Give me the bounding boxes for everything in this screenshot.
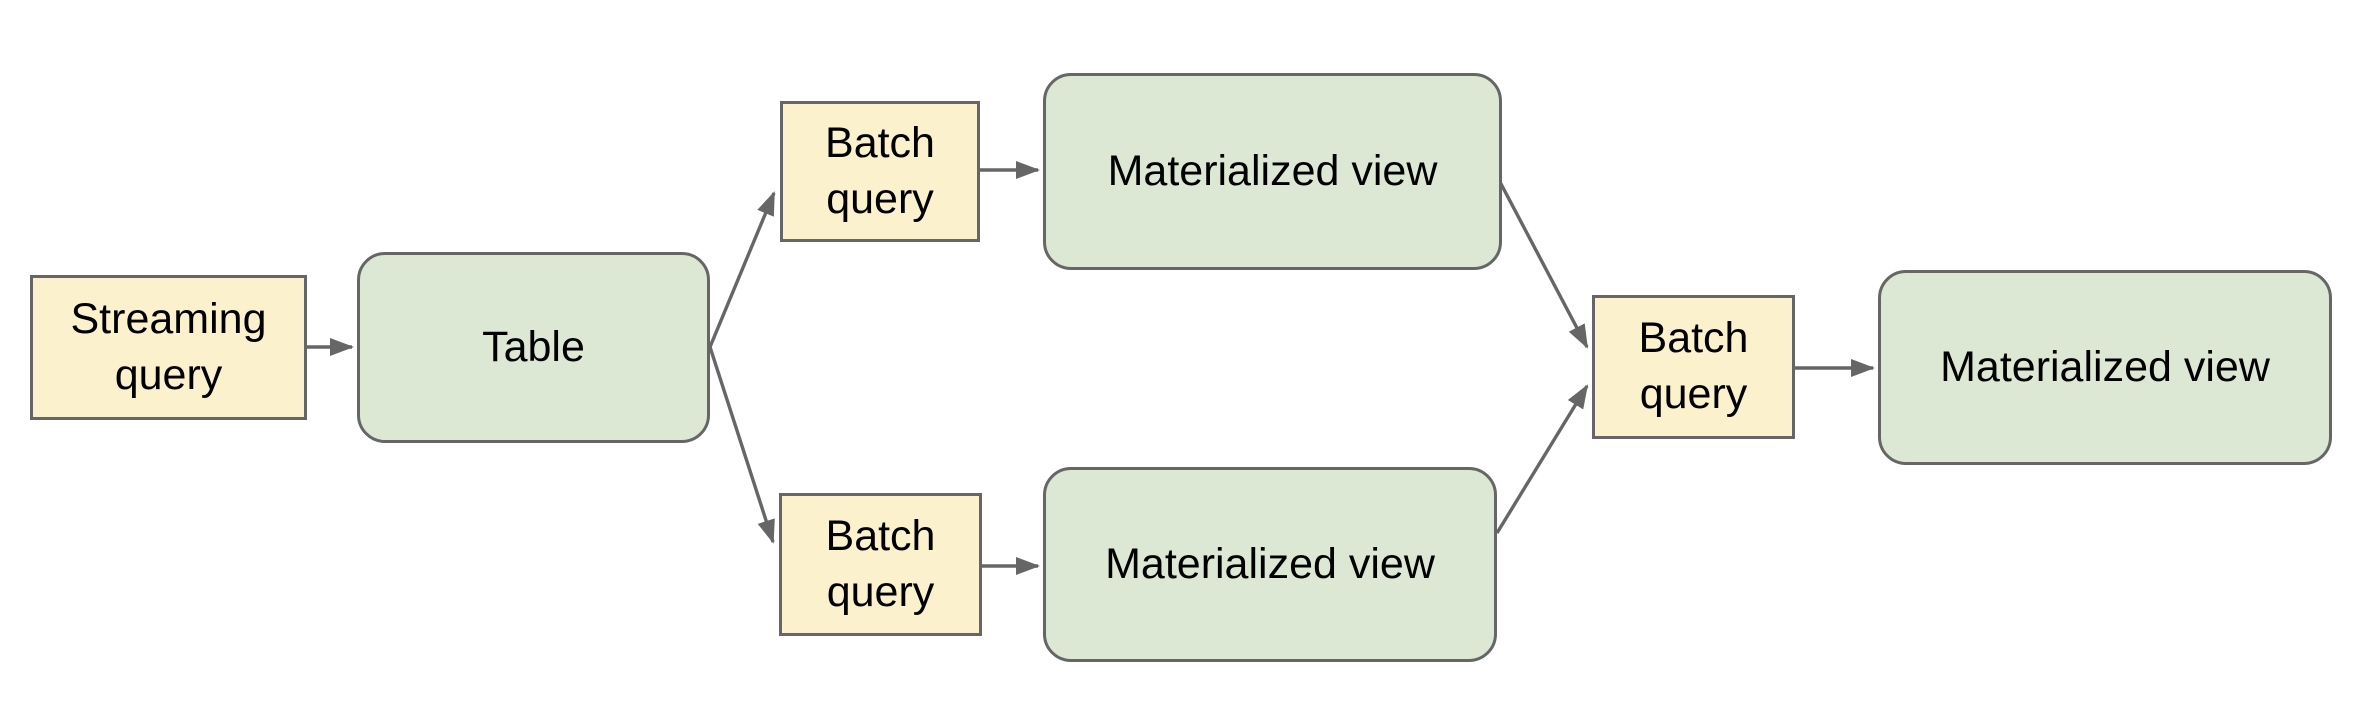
node-streaming-query-label: Streaming query <box>70 294 267 399</box>
node-materialized-view-bottom-label: Materialized view <box>1105 539 1435 588</box>
edge-table-to-batch-query-top <box>708 191 776 348</box>
node-batch-query-bottom: Batch query <box>779 493 982 636</box>
node-batch-query-right: Batch query <box>1592 295 1795 439</box>
node-batch-query-top: Batch query <box>780 101 980 242</box>
node-batch-query-bottom-label: Batch query <box>825 511 936 616</box>
edge-table-to-batch-query-bottom <box>708 346 775 544</box>
node-materialized-view-right-label: Materialized view <box>1940 342 2270 391</box>
node-batch-query-top-label: Batch query <box>825 118 935 223</box>
node-table: Table <box>357 252 710 443</box>
node-materialized-view-top-label: Materialized view <box>1107 146 1438 195</box>
edge-materialized-view-top-to-batch-query-right <box>1498 181 1589 349</box>
node-table-label: Table <box>482 322 585 371</box>
node-materialized-view-top: Materialized view <box>1043 73 1502 270</box>
edge-materialized-view-bottom-to-batch-query-right <box>1495 384 1589 534</box>
node-batch-query-right-label: Batch query <box>1638 314 1749 418</box>
node-streaming-query: Streaming query <box>30 275 307 420</box>
node-materialized-view-bottom: Materialized view <box>1043 467 1497 662</box>
node-materialized-view-right: Materialized view <box>1878 270 2332 465</box>
